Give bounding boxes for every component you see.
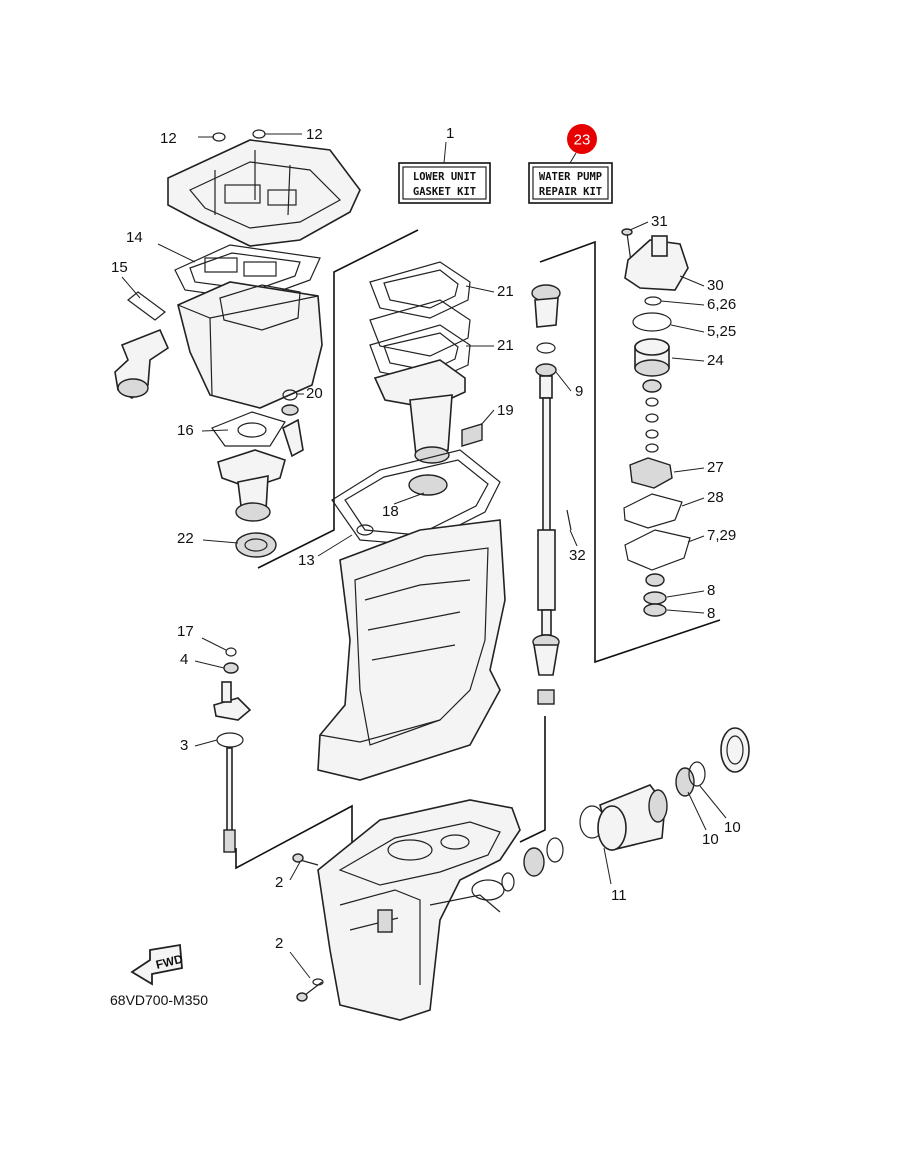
callout-label: 12 <box>306 126 323 143</box>
callout-leader-line <box>670 324 705 333</box>
callout-leader-line <box>555 371 572 392</box>
callout-label: 2 <box>275 935 283 952</box>
callout-leader-line <box>671 357 705 362</box>
callout-leader-line <box>666 590 705 598</box>
callout-label: 28 <box>707 489 724 506</box>
callout-label: 10 <box>724 819 741 836</box>
kit-lower-unit-line1: LOWER UNIT <box>413 171 476 183</box>
kit-water-pump-box[interactable]: WATER PUMP REPAIR KIT <box>528 162 613 204</box>
callout-leader-line <box>194 660 225 669</box>
callout-leader-line <box>699 785 727 819</box>
callout-label: 1 <box>446 125 454 142</box>
forward-arrow-icon: FWD <box>130 943 185 986</box>
propeller-shaft-parts <box>471 727 750 901</box>
callout-label: 21 <box>497 337 514 354</box>
callout-label: 14 <box>126 229 143 246</box>
diagram-code: 68VD700-M350 <box>110 992 208 1008</box>
callout-label: 7,29 <box>707 527 736 544</box>
callout-leader-line <box>666 609 705 614</box>
callout-label: 9 <box>575 383 583 400</box>
callout-label: 12 <box>160 130 177 147</box>
callout-label: 4 <box>180 651 188 668</box>
lower-gear-case <box>317 799 521 1021</box>
callout-label: 16 <box>177 422 194 439</box>
callout-label: 22 <box>177 530 194 547</box>
callout-leader-line <box>603 847 612 885</box>
callout-leader-line <box>201 637 227 651</box>
callout-leader-line <box>660 300 705 306</box>
callout-label: 17 <box>177 623 194 640</box>
callout-leader-line <box>480 409 495 426</box>
highlight-badge-number: 23 <box>574 132 591 149</box>
kit-lower-unit-line2: GASKET KIT <box>413 186 476 198</box>
callout-leader-line <box>289 951 311 979</box>
water-pump-assembly <box>621 228 691 617</box>
callout-label: 18 <box>382 503 399 520</box>
callout-label: 8 <box>707 605 715 622</box>
callout-leader-line <box>673 467 705 473</box>
callout-label: 6,26 <box>707 296 736 313</box>
callout-label: 24 <box>707 352 724 369</box>
group-frame-lines <box>235 229 721 870</box>
callout-label: 30 <box>707 277 724 294</box>
callout-leader-line <box>317 534 353 557</box>
callout-leader-line <box>202 539 239 544</box>
callout-label: 32 <box>569 547 586 564</box>
callout-label: 27 <box>707 459 724 476</box>
callout-label: 3 <box>180 737 188 754</box>
drive-shaft-assembly <box>531 284 572 705</box>
callout-label: 21 <box>497 283 514 300</box>
callout-label: 19 <box>497 402 514 419</box>
exhaust-guide-assembly <box>114 129 361 558</box>
kit-lower-unit-box[interactable]: LOWER UNIT GASKET KIT <box>398 162 491 204</box>
shift-rod-assembly <box>213 647 252 853</box>
callout-leader-line <box>121 276 141 299</box>
callout-label: 8 <box>707 582 715 599</box>
callout-leader-line <box>465 285 495 293</box>
callout-leader-line <box>289 861 301 881</box>
callout-label: 5,25 <box>707 323 736 340</box>
callout-label: 11 <box>611 887 627 904</box>
callout-leader-line <box>201 429 229 432</box>
kit-water-pump-line1: WATER PUMP <box>539 171 602 183</box>
callout-leader-line <box>569 529 578 547</box>
callout-leader-line <box>629 221 649 231</box>
callout-label: 31 <box>651 213 668 230</box>
kit-water-pump-line2: REPAIR KIT <box>539 186 602 198</box>
callout-leader-line <box>194 739 218 747</box>
callout-label: 13 <box>298 552 315 569</box>
callout-leader-line <box>681 497 705 507</box>
callout-label: 10 <box>702 831 719 848</box>
callout-leader-line <box>157 243 196 263</box>
callout-leader-line <box>687 791 707 831</box>
upper-gasket-stack <box>331 261 501 546</box>
callout-leader-line <box>687 535 705 543</box>
callout-label: 20 <box>306 385 323 402</box>
callout-leader-line <box>393 492 425 505</box>
upper-case-body <box>317 519 506 781</box>
fwd-label: FWD <box>154 952 184 972</box>
highlight-badge[interactable] <box>567 124 597 154</box>
bolts <box>292 853 324 1002</box>
callout-label: 2 <box>275 874 283 891</box>
callout-label: 15 <box>111 259 128 276</box>
callout-leader-line <box>679 275 705 287</box>
